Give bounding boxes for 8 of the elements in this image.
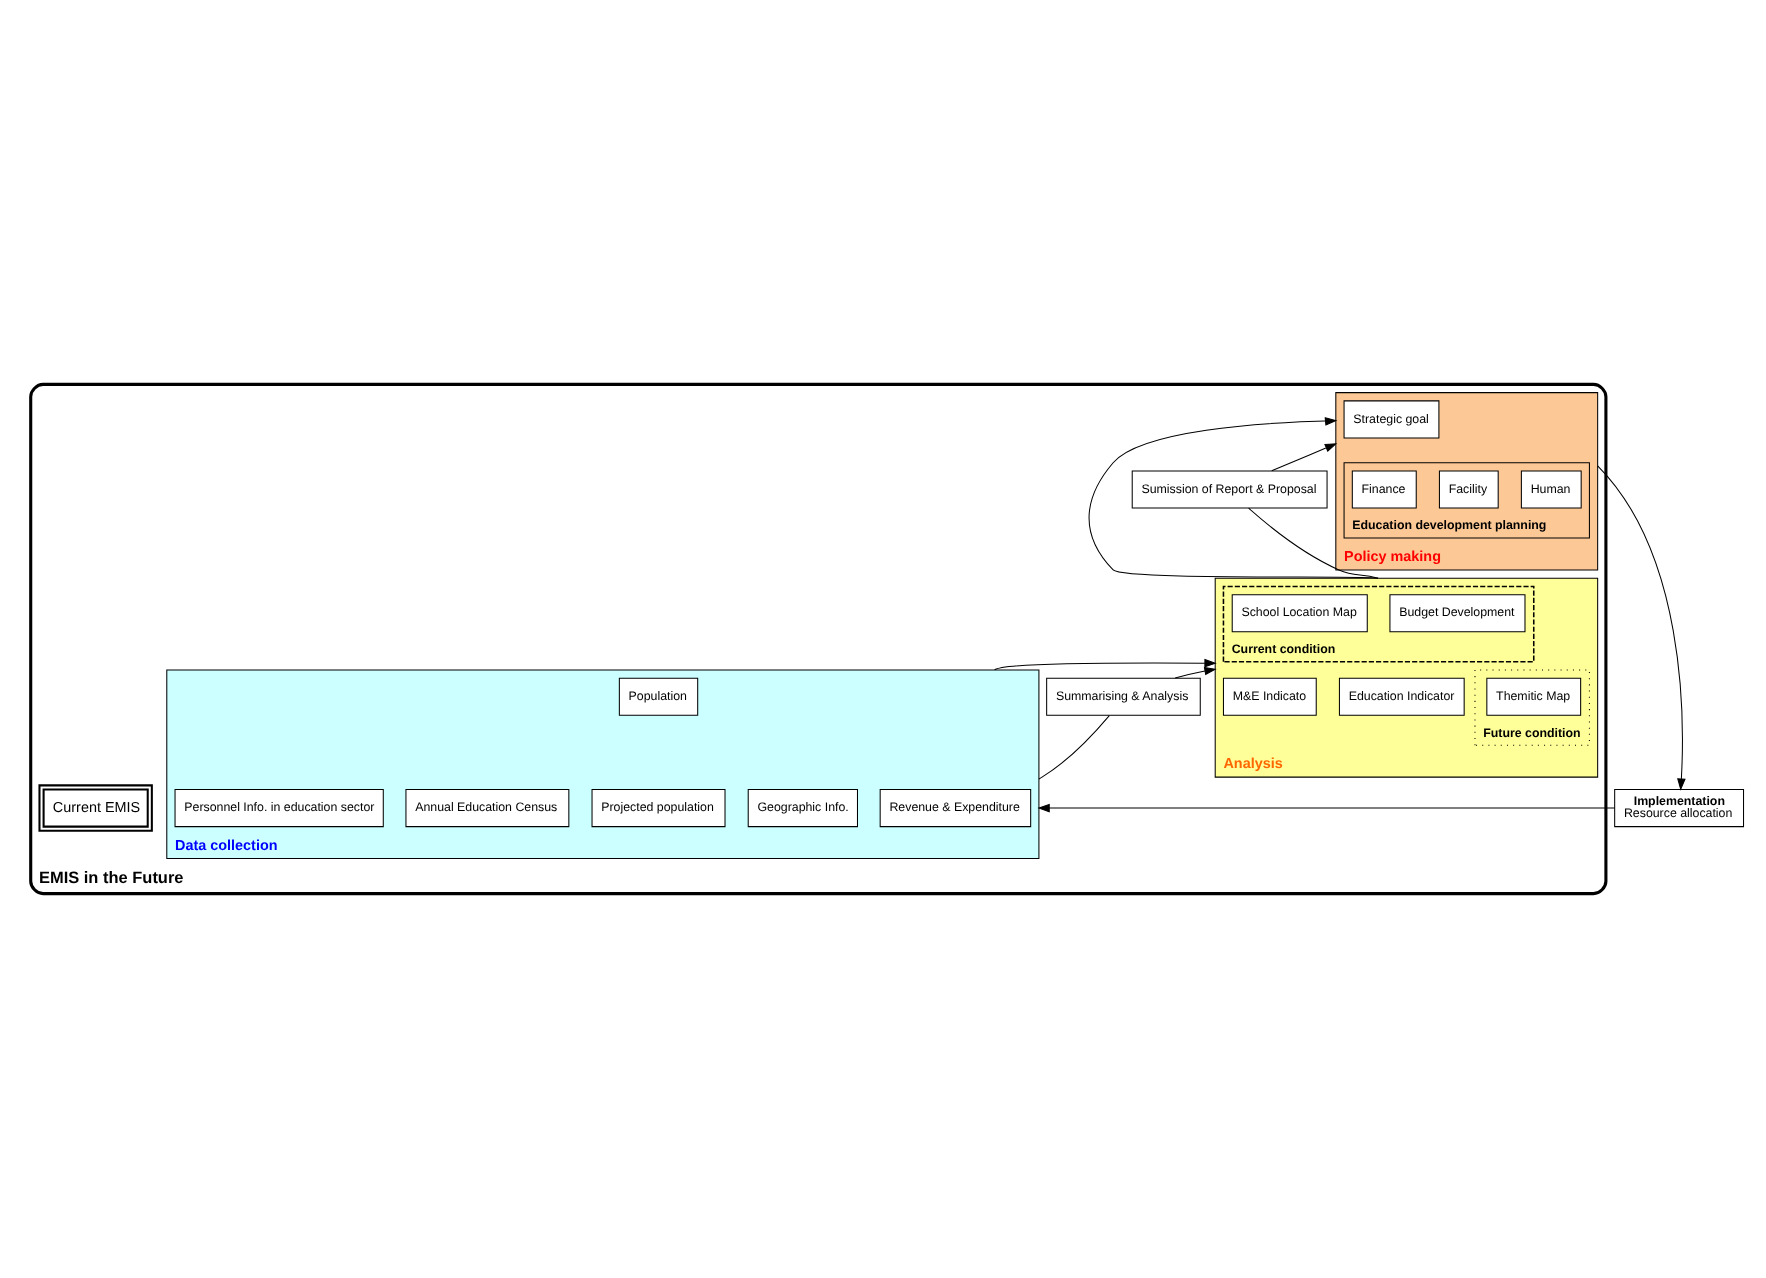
connector: [1248, 507, 1379, 579]
arrow: [1037, 803, 1616, 813]
arrow: [1271, 443, 1338, 472]
arrow: [1174, 666, 1217, 679]
arrow: [994, 658, 1217, 671]
arrow: [1597, 465, 1686, 791]
connector: [1038, 715, 1110, 780]
arrow: [1088, 417, 1379, 579]
